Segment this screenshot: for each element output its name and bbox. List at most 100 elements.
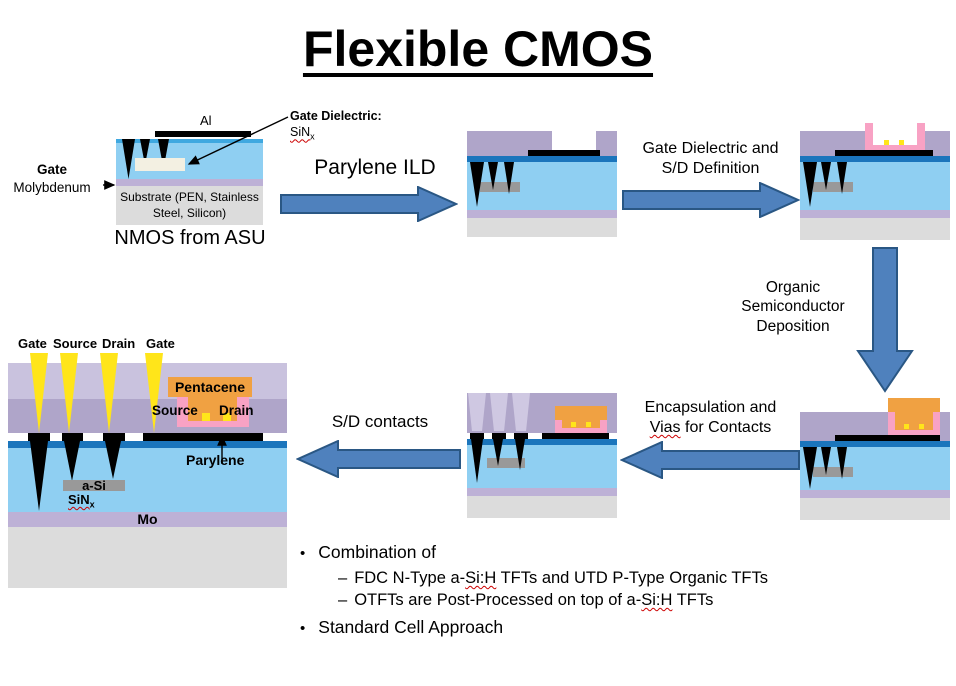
- sin-layer: [8, 448, 287, 512]
- sd-contact-dot: [919, 424, 924, 429]
- parylene-label: Parylene: [186, 452, 245, 468]
- bullet-icon: •: [300, 620, 306, 637]
- contact-via: [140, 139, 150, 165]
- list-item: •Combination of: [300, 542, 436, 562]
- contact-via: [515, 439, 525, 470]
- otft-dielectric-floor: [895, 430, 933, 435]
- pentacene-top: [555, 406, 607, 420]
- sd-contact-dot: [571, 422, 576, 427]
- sd-contact-dot: [899, 140, 904, 145]
- contact-pad: [514, 433, 528, 439]
- block-arrow-right-1: [280, 186, 458, 222]
- a-si-island: [135, 158, 185, 171]
- a-si-label: a-Si: [82, 478, 106, 493]
- otft-dielectric-wall: [237, 397, 249, 427]
- al-label: Al: [200, 113, 212, 128]
- page-title: Flexible CMOS: [302, 21, 654, 77]
- substrate-layer: Substrate (PEN, Stainless Steel, Silicon…: [116, 186, 263, 225]
- otft-dielectric-wall: [555, 420, 562, 433]
- al-bar: [28, 433, 50, 441]
- a-si-island: [480, 182, 520, 192]
- pentacene-top: [888, 398, 940, 412]
- al-bar: [143, 433, 263, 441]
- gate-dielectric-strip: [800, 156, 950, 162]
- contact-via: [821, 447, 831, 475]
- mo-label: Mo: [137, 511, 158, 527]
- cmos-top-label-gate1: Gate: [18, 336, 47, 351]
- otft-dielectric-wall: [933, 412, 940, 435]
- step-label-organic: Organic Semiconductor Deposition: [741, 279, 845, 335]
- al-bar: [155, 131, 251, 137]
- al-bar: [103, 433, 125, 441]
- pentacene-body: [562, 420, 600, 428]
- otft-dielectric-wall: [865, 123, 873, 150]
- a-si-island: [487, 458, 525, 468]
- sd-contact-dot: [884, 140, 889, 145]
- al-bar: [542, 433, 609, 439]
- pentacene-body: [895, 412, 933, 430]
- nmos-caption: NMOS from ASU: [114, 227, 266, 249]
- sd-contact-dot: [202, 413, 210, 421]
- otft-dielectric-floor: [177, 421, 249, 427]
- contact-pad: [470, 433, 484, 439]
- device-step4: [800, 395, 950, 520]
- list-item: •Standard Cell Approach: [300, 617, 504, 637]
- substrate-layer: [467, 218, 617, 237]
- device-cmos-final: Pentacene Source Drain a-Si SiNx Mo Pary…: [8, 352, 287, 588]
- bullet-icon: •: [300, 545, 306, 562]
- gate-label: Gate: [36, 162, 67, 177]
- mo-layer: [800, 490, 950, 498]
- contact-pad: [492, 433, 506, 439]
- otft-dielectric-wall: [888, 412, 895, 435]
- substrate-layer: [467, 496, 617, 518]
- gate-dielectric-strip: [8, 441, 287, 448]
- device-step2: [467, 130, 617, 237]
- substrate-label: Substrate (PEN, Stainless Steel, Silicon…: [120, 190, 259, 221]
- cmos-top-label-gate2: Gate: [146, 336, 175, 351]
- list-subitem: –FDC N-Type a-Si:H TFTs and UTD P-Type O…: [338, 569, 769, 587]
- step-label-gate-sd: Gate Dielectric and S/D Definition: [642, 140, 779, 177]
- contact-via: [821, 162, 831, 190]
- a-si-island: a-Si: [63, 478, 125, 493]
- mo-layer: Mo: [8, 512, 287, 527]
- a-si-island: [813, 182, 853, 192]
- block-arrow-left-1: [620, 441, 800, 479]
- mo-layer: [467, 488, 617, 496]
- gate-dielectric-strip: [800, 441, 950, 447]
- cmos-top-label-source: Source: [53, 336, 98, 351]
- list-subitem: –OTFTs are Post-Processed on top of a-Si…: [338, 591, 714, 609]
- al-bar: [835, 150, 933, 156]
- mo-layer: [800, 210, 950, 218]
- dash-icon: –: [338, 569, 348, 587]
- otft-dielectric-wall: [600, 420, 607, 433]
- gate-molybdenum-label: Gate Molybdenum: [2, 161, 102, 196]
- otft-dielectric-wall: [917, 123, 925, 150]
- al-bar: [528, 150, 600, 156]
- sd-contact-dot: [904, 424, 909, 429]
- block-arrow-right-2: [622, 182, 800, 218]
- gate-dielectric-label: Gate Dielectric: SiNx: [290, 109, 382, 142]
- otft-dielectric-wall: [177, 397, 188, 427]
- dash-icon: –: [338, 591, 348, 609]
- cmos-top-label-drain: Drain: [102, 336, 136, 351]
- mo-gate-layer: [116, 179, 263, 186]
- block-arrow-left-2: [296, 440, 461, 478]
- contact-via: [158, 139, 169, 169]
- gate-dielectric-strip: [467, 156, 617, 162]
- via-opening: [490, 393, 508, 431]
- substrate-layer: [8, 527, 287, 588]
- al-bar: [62, 433, 83, 441]
- substrate-layer: [800, 498, 950, 520]
- substrate-layer: [800, 218, 950, 240]
- parylene-layer: [596, 131, 617, 156]
- contact-via: [493, 439, 503, 466]
- contact-via: [488, 162, 498, 190]
- device-step3: [800, 123, 950, 240]
- parylene-layer: [940, 412, 950, 441]
- a-si-island: [813, 467, 853, 477]
- contact-via: [837, 447, 847, 479]
- gate-dielectric-strip: [467, 439, 617, 445]
- gate-material-label: Molybdenum: [13, 179, 91, 195]
- pentacene-label: Pentacene: [174, 379, 246, 395]
